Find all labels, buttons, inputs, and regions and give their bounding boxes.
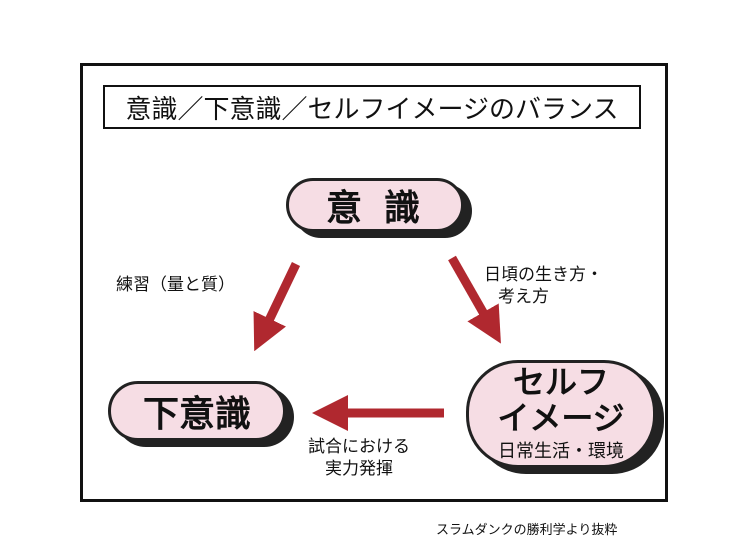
node-self-image-subtitle: 日常生活・環境 [498, 441, 624, 462]
node-consciousness-label: 意識 [325, 188, 442, 229]
edge-label-lifestyle-line2: 考え方 [498, 287, 549, 307]
node-self-image-line2: イメージ [497, 399, 625, 437]
node-self-image: セルフ イメージ 日常生活・環境 [466, 360, 656, 468]
arrow-top-to-right [448, 255, 501, 344]
edge-label-performance-line2: 実力発揮 [325, 459, 393, 479]
diagram-title-text: 意識／下意識／セルフイメージのバランス [125, 94, 619, 125]
diagram-title: 意識／下意識／セルフイメージのバランス [103, 85, 641, 129]
edge-label-performance: 試合における 実力発揮 [308, 436, 410, 480]
diagram-frame [80, 63, 668, 502]
node-subconscious: 下意識 [108, 381, 286, 441]
edge-label-practice: 練習（量と質） [116, 274, 235, 296]
node-subconscious-label: 下意識 [142, 394, 251, 435]
edge-label-practice-text: 練習（量と質） [116, 275, 235, 295]
edge-label-lifestyle-line1: 日頃の生き方・ [484, 265, 603, 285]
source-credit: スラムダンクの勝利学より抜粋 [436, 523, 618, 538]
edge-label-lifestyle: 日頃の生き方・ 考え方 [484, 264, 603, 308]
arrow-top-to-left [253, 262, 301, 352]
node-self-image-line1: セルフ [512, 363, 609, 401]
edge-label-performance-line1: 試合における [308, 437, 410, 457]
node-consciousness: 意識 [286, 178, 464, 232]
